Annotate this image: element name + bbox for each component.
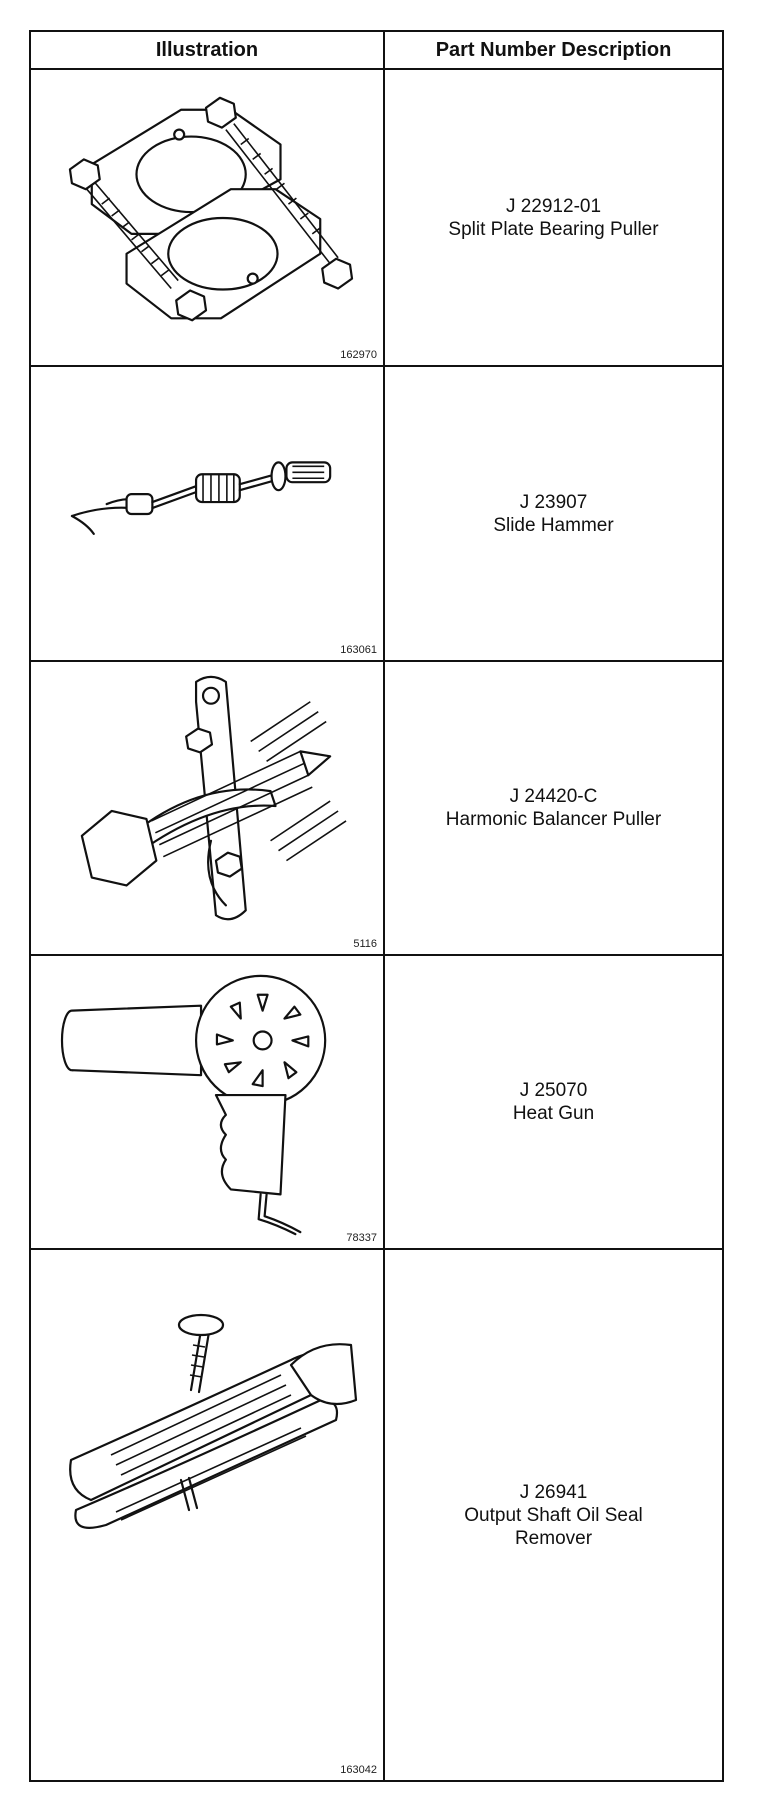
- figure-number: 162970: [340, 349, 377, 361]
- table-row: 163061 J 23907 Slide Hammer: [31, 367, 722, 662]
- part-description-cell: J 24420-C Harmonic Balancer Puller: [385, 662, 722, 954]
- table-row: 78337 J 25070 Heat Gun: [31, 956, 722, 1250]
- part-description-cell: J 23907 Slide Hammer: [385, 367, 722, 660]
- part-number: J 26941: [519, 1481, 588, 1503]
- special-tools-table: Illustration Part Number Description: [29, 30, 724, 1782]
- header-part-number-description: Part Number Description: [435, 39, 672, 61]
- slide-hammer-icon: [70, 461, 332, 535]
- illustration-cell: 163061: [31, 367, 383, 660]
- header-illustration: Illustration: [155, 39, 259, 61]
- part-description-cell: J 26941 Output Shaft Oil Seal Remover: [385, 1250, 722, 1780]
- part-description-line-2: Remover: [514, 1527, 593, 1549]
- illustration-cell: 78337: [31, 956, 383, 1248]
- output-shaft-oil-seal-remover-icon: [69, 1313, 358, 1529]
- illustration-cell: 163042: [31, 1250, 383, 1780]
- part-number: J 23907: [519, 491, 588, 513]
- part-number: J 24420-C: [509, 786, 598, 807]
- part-number: J 22912-01: [505, 195, 602, 217]
- part-description-line-1: Output Shaft Oil Seal: [464, 1504, 643, 1526]
- part-description-cell: J 25070 Heat Gun: [385, 956, 722, 1248]
- table-row: 5116 J 24420-C Harmonic Balancer Puller: [31, 662, 722, 956]
- part-description: Slide Hammer: [493, 514, 614, 536]
- figure-number: 5116: [353, 938, 377, 950]
- heat-gun-icon: [60, 974, 327, 1236]
- illustration-cell: 162970: [31, 70, 383, 365]
- table-row: 163042 J 26941 Output Shaft Oil Seal Rem…: [31, 1250, 722, 1780]
- harmonic-balancer-puller-icon: [80, 675, 347, 921]
- split-plate-bearing-puller-icon: [68, 96, 354, 322]
- part-description: Split Plate Bearing Puller: [448, 218, 659, 240]
- part-number: J 25070: [519, 1080, 588, 1101]
- part-description: Heat Gun: [512, 1103, 595, 1124]
- figure-number: 78337: [346, 1232, 377, 1244]
- figure-number: 163061: [340, 644, 377, 656]
- table-header: Illustration Part Number Description: [31, 32, 722, 70]
- table-row: 162970 J 22912-01 Split Plate Bearing Pu…: [31, 70, 722, 367]
- part-description-cell: J 22912-01 Split Plate Bearing Puller: [385, 70, 722, 365]
- illustration-cell: 5116: [31, 662, 383, 954]
- figure-number: 163042: [340, 1764, 377, 1776]
- part-description: Harmonic Balancer Puller: [445, 809, 662, 830]
- column-divider: [383, 32, 385, 1780]
